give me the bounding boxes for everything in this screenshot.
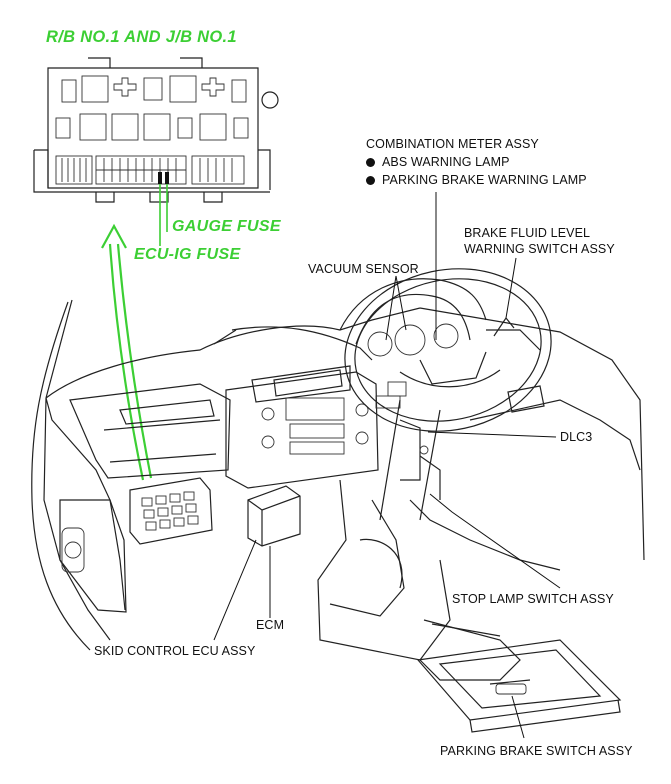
combination-meter-label: COMBINATION METER ASSY [366, 137, 539, 151]
skid-control-ecu-label: SKID CONTROL ECU ASSY [94, 644, 256, 658]
brake-fluid-label-line1: BRAKE FLUID LEVEL [464, 226, 591, 240]
location-arrow [101, 223, 153, 481]
parking-brake-lamp-label: PARKING BRAKE WARNING LAMP [366, 173, 587, 187]
bullet-icon [366, 176, 375, 185]
dlc3-label: DLC3 [560, 430, 593, 444]
relay-block-title: R/B NO.1 AND J/B NO.1 [46, 28, 237, 46]
brake-fluid-label-line2: WARNING SWITCH ASSY [464, 242, 615, 256]
parking-brake-switch-label: PARKING BRAKE SWITCH ASSY [440, 744, 633, 758]
abs-warning-lamp-label: ABS WARNING LAMP [366, 155, 510, 169]
ecm-label: ECM [256, 618, 285, 632]
vacuum-sensor-label: VACUUM SENSOR [308, 262, 419, 276]
dashboard [31, 268, 645, 733]
abs-warning-lamp-text: ABS WARNING LAMP [382, 155, 510, 169]
parking-brake-lamp-text: PARKING BRAKE WARNING LAMP [382, 173, 587, 187]
leader-lines [213, 192, 561, 739]
relay-junction-block [33, 57, 279, 246]
bullet-icon [366, 158, 375, 167]
gauge-fuse-label: GAUGE FUSE [172, 218, 281, 235]
stop-lamp-switch-label: STOP LAMP SWITCH ASSY [452, 592, 614, 606]
ecu-ig-fuse-label: ECU-IG FUSE [134, 246, 241, 263]
